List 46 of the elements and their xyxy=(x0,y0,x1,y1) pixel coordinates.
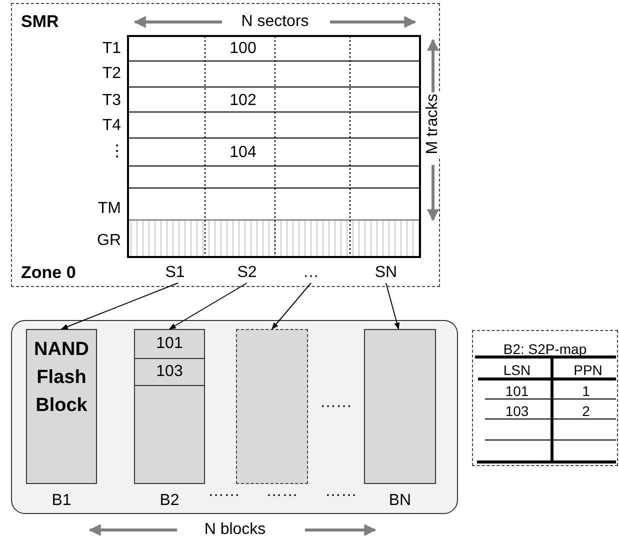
table-title: B2: S2P-map xyxy=(503,340,587,358)
table-cell: 2 xyxy=(582,402,590,420)
track-label: T3 xyxy=(102,92,121,110)
sector-label: SN xyxy=(371,263,401,282)
dimension-label: M tracks xyxy=(424,92,442,156)
sector-label: … xyxy=(296,263,326,282)
column-header: LSN xyxy=(503,361,531,379)
sector-number: 104 xyxy=(230,144,256,162)
sector-number: 100 xyxy=(230,40,256,58)
dimension-label: N blocks xyxy=(204,521,266,537)
flash-chip-panel xyxy=(11,320,458,514)
track-label: T4 xyxy=(102,117,121,135)
zone-label: Zone 0 xyxy=(21,264,76,282)
table-cell: 1 xyxy=(582,382,590,400)
flash-block xyxy=(236,329,308,484)
block-title: NAND Flash Block xyxy=(34,338,89,418)
flash-block xyxy=(134,329,205,484)
map-table-panel xyxy=(472,330,618,466)
sector-label: S2 xyxy=(232,263,262,282)
ellipsis: …… xyxy=(208,483,240,501)
column-header: PPN xyxy=(574,361,602,379)
sector-number: 101 xyxy=(156,335,183,353)
arrow xyxy=(386,282,400,330)
track-label: ⋮ xyxy=(109,143,125,161)
panel-title: SMR xyxy=(21,13,59,31)
track-label: T2 xyxy=(102,65,121,83)
sector-number: 103 xyxy=(156,363,183,381)
block-label: BN xyxy=(388,492,412,510)
block-label: B1 xyxy=(52,492,72,510)
table-cell: 101 xyxy=(505,382,529,400)
sector-number: 102 xyxy=(230,92,256,110)
arrow xyxy=(272,282,312,330)
block-label: B2 xyxy=(160,492,180,510)
arrow xyxy=(60,282,178,330)
flash-block xyxy=(26,329,97,484)
dimension-label: N sectors xyxy=(241,13,309,31)
sector-label: S1 xyxy=(160,263,190,282)
track-label: T1 xyxy=(102,40,121,58)
ellipsis: …… xyxy=(266,483,298,501)
arrow xyxy=(168,282,248,330)
table-cell: 103 xyxy=(505,402,529,420)
ellipsis: …… xyxy=(320,394,352,412)
ellipsis: …… xyxy=(325,483,357,501)
guard-region-label: GR xyxy=(97,232,121,250)
flash-block xyxy=(364,329,436,484)
track-label: TM xyxy=(98,200,121,218)
